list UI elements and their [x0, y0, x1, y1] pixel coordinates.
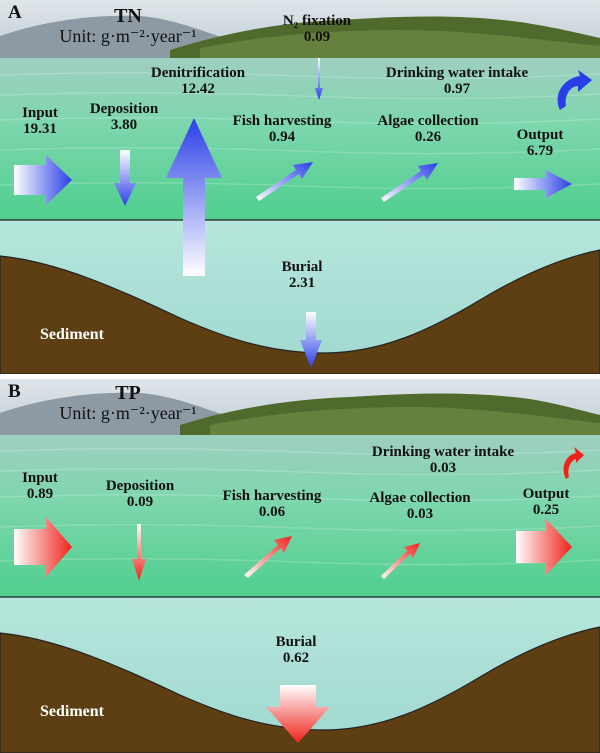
panel-b-flux-arrows [14, 447, 584, 743]
panel-a-scene [0, 0, 600, 374]
algae-collection-arrow [381, 543, 420, 579]
sediment-layer [0, 626, 600, 753]
panel-b-scene [0, 379, 600, 753]
fish-harvesting-arrow [256, 162, 313, 201]
output-arrow [514, 170, 572, 198]
panel-b-phosphorus: B TP Unit: g·m⁻²·year⁻¹ Drinking water i… [0, 379, 600, 753]
panel-a-flux-arrows [14, 58, 592, 368]
output-arrow [516, 519, 572, 575]
panel-title: TP Unit: g·m⁻²·year⁻¹ [48, 383, 208, 423]
unit-label: Unit: g·m⁻²·year⁻¹ [59, 403, 197, 423]
deposition-arrow [114, 150, 136, 206]
drinking-water-intake-arrow [557, 70, 592, 110]
panel-title: TN Unit: g·m⁻²·year⁻¹ [48, 6, 208, 46]
nutrient-name: TP [115, 382, 141, 404]
sediment-layer [0, 249, 600, 374]
panel-letter: A [8, 2, 22, 23]
n2-fixation-arrow [315, 58, 323, 100]
panel-letter: B [8, 381, 21, 402]
input-arrow [14, 517, 72, 577]
panel-divider [0, 374, 600, 379]
deposition-arrow [132, 524, 146, 581]
sediment-label: Sediment [40, 326, 104, 343]
drinking-water-intake-arrow [563, 447, 584, 479]
burial-arrow [266, 685, 330, 743]
algae-collection-arrow [381, 163, 438, 202]
unit-label: Unit: g·m⁻²·year⁻¹ [59, 26, 197, 46]
distant-hill [0, 15, 230, 60]
input-arrow [14, 155, 72, 205]
burial-arrow [300, 312, 322, 368]
sediment-label: Sediment [40, 703, 104, 720]
denitrification-arrow [166, 118, 222, 276]
lake-surface [0, 435, 600, 597]
lake-surface [0, 58, 600, 220]
fish-harvesting-arrow [244, 536, 292, 578]
nutrient-name: TN [114, 5, 142, 27]
